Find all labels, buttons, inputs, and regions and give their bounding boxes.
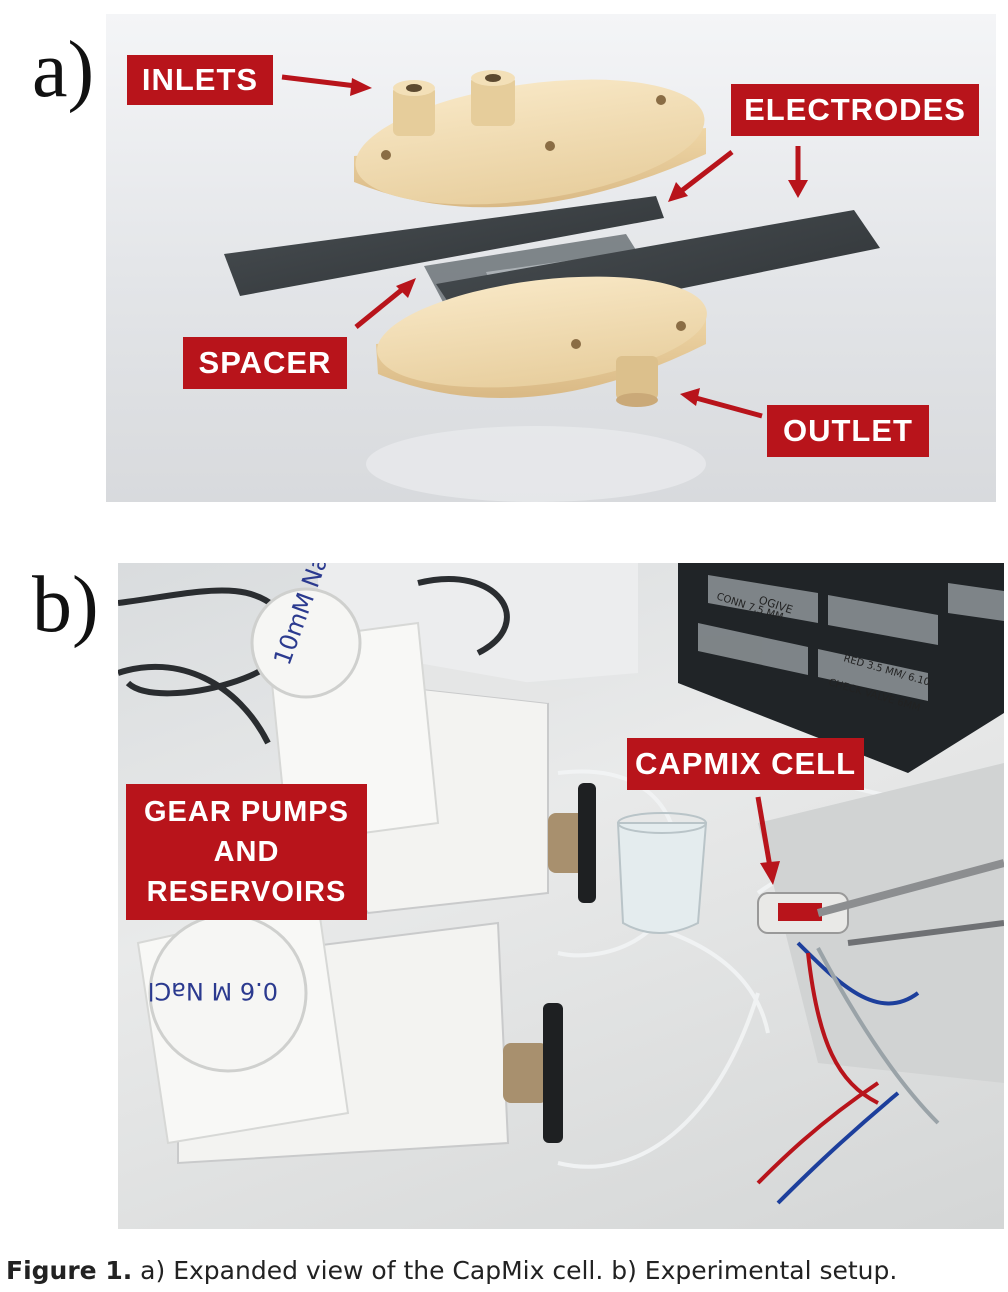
label-inlets: INLETS — [127, 55, 273, 105]
caption-text: a) Expanded view of the CapMix cell. b) … — [132, 1256, 898, 1285]
reservoir-bottle-top: 10mM NaCl — [250, 563, 440, 845]
figure-caption: Figure 1. a) Expanded view of the CapMix… — [6, 1256, 1006, 1285]
panel-a-letter: a) — [32, 26, 95, 114]
electrode-left — [224, 196, 664, 296]
reservoir-bottle-bottom: 0.6 M NaCl — [136, 901, 350, 1145]
bottom-disc — [376, 276, 707, 407]
label-capmix-cell: CAPMIX CELL — [627, 738, 864, 790]
label-gear-line-1: GEAR PUMPS — [144, 796, 349, 828]
inlet-tubes — [393, 70, 515, 136]
capmix-cell-rig — [757, 763, 1004, 1083]
handwriting-06m-nacl: 0.6 M NaCl — [148, 977, 278, 1005]
capmix-arrow — [755, 796, 780, 885]
label-gear-line-3: RESERVOIRS — [146, 876, 347, 908]
label-gear-pumps-reservoirs: GEAR PUMPS AND RESERVOIRS — [126, 784, 367, 920]
panel-b-letter: b) — [32, 561, 99, 649]
label-spacer: SPACER — [183, 337, 347, 389]
caption-prefix: Figure 1. — [6, 1256, 133, 1285]
beaker — [616, 812, 708, 934]
label-electrodes: ELECTRODES — [731, 84, 979, 136]
label-outlet: OUTLET — [767, 405, 929, 457]
capmix-cell-exploded-illustration — [224, 70, 880, 502]
electrical-leads — [756, 941, 940, 1205]
experimental-setup-illustration: OGIVE CONN 7.5 MM RED 3.5 MM/ 6.10 CHECK… — [118, 563, 1004, 1205]
outlet-tube — [616, 356, 658, 400]
parts-drawer-cabinet: OGIVE CONN 7.5 MM RED 3.5 MM/ 6.10 CHECK… — [678, 563, 1004, 773]
callout-arrows — [281, 74, 808, 419]
label-gear-line-2: AND — [213, 836, 280, 868]
